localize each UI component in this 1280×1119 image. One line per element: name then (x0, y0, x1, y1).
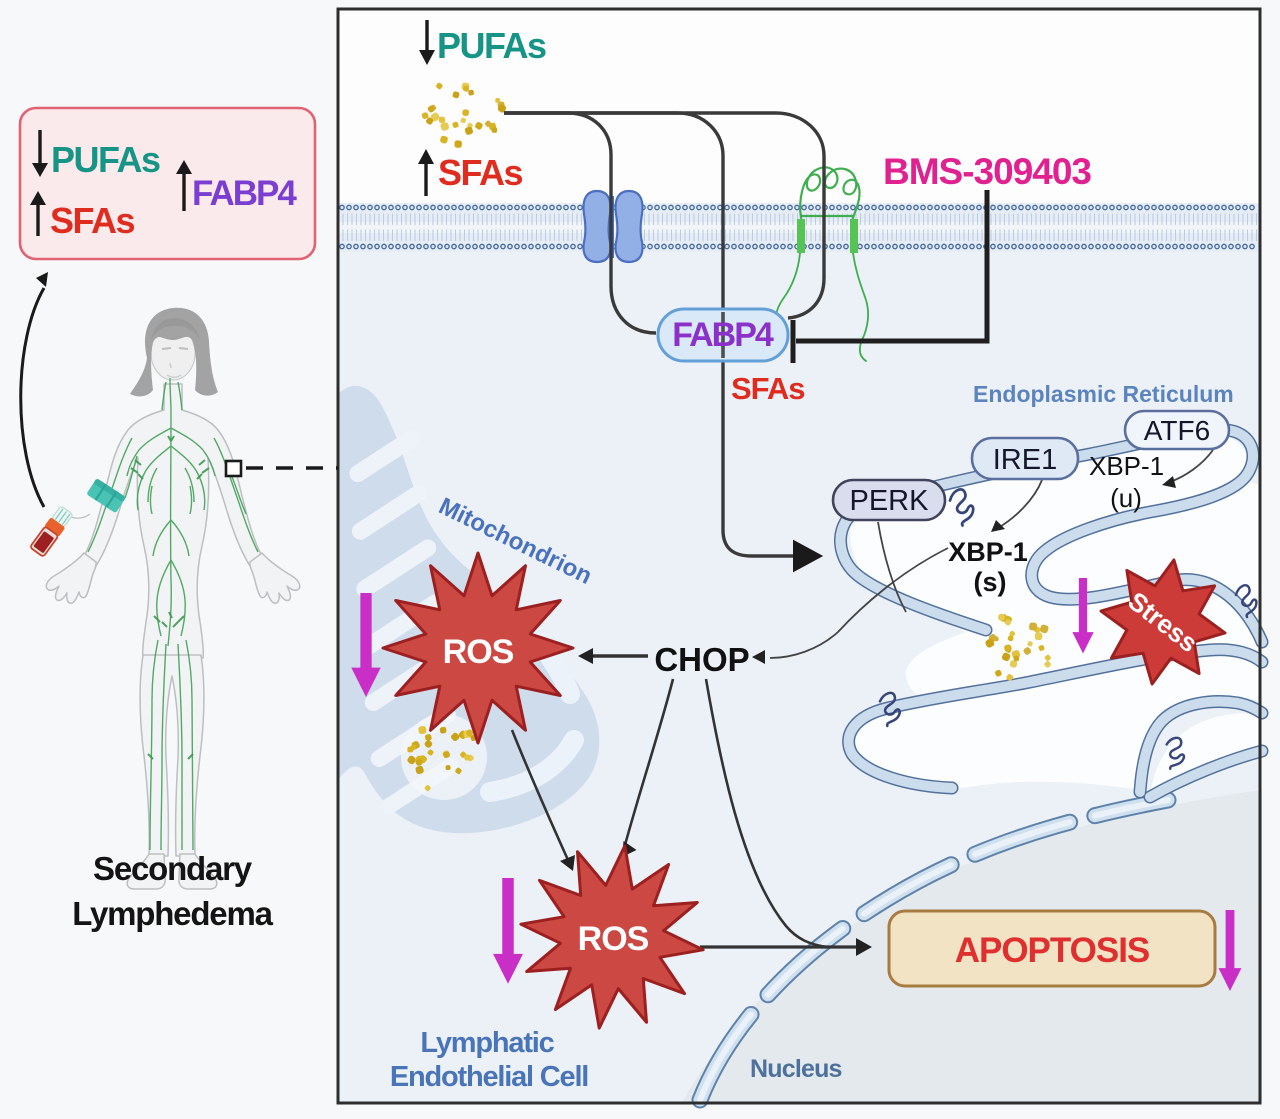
svg-text:Nucleus: Nucleus (750, 1055, 842, 1083)
svg-text:BMS-309403: BMS-309403 (883, 151, 1091, 192)
svg-text:PUFAs: PUFAs (51, 139, 160, 180)
svg-text:ROS: ROS (578, 920, 649, 958)
svg-text:XBP-1: XBP-1 (948, 537, 1028, 567)
svg-text:Endothelial Cell: Endothelial Cell (390, 1061, 588, 1093)
svg-text:Lymphedema: Lymphedema (72, 895, 273, 932)
svg-text:FABP4: FABP4 (672, 316, 774, 354)
svg-text:FABP4: FABP4 (192, 174, 297, 213)
svg-text:ATF6: ATF6 (1144, 415, 1210, 446)
svg-text:XBP-1: XBP-1 (1089, 451, 1164, 481)
svg-text:IRE1: IRE1 (993, 444, 1057, 476)
svg-text:PUFAs: PUFAs (437, 25, 546, 66)
svg-text:Endoplasmic Reticulum: Endoplasmic Reticulum (973, 381, 1234, 407)
svg-text:Lymphatic: Lymphatic (420, 1027, 554, 1059)
svg-text:SFAs: SFAs (438, 152, 523, 193)
svg-text:PERK: PERK (850, 485, 930, 517)
svg-text:(s): (s) (974, 567, 1007, 597)
svg-text:ROS: ROS (443, 633, 514, 671)
svg-text:Secondary: Secondary (93, 850, 253, 887)
svg-text:APOPTOSIS: APOPTOSIS (955, 931, 1150, 970)
svg-text:CHOP: CHOP (654, 641, 749, 678)
svg-text:SFAs: SFAs (731, 371, 805, 406)
svg-text:SFAs: SFAs (50, 200, 135, 241)
svg-text:(u): (u) (1110, 483, 1142, 513)
